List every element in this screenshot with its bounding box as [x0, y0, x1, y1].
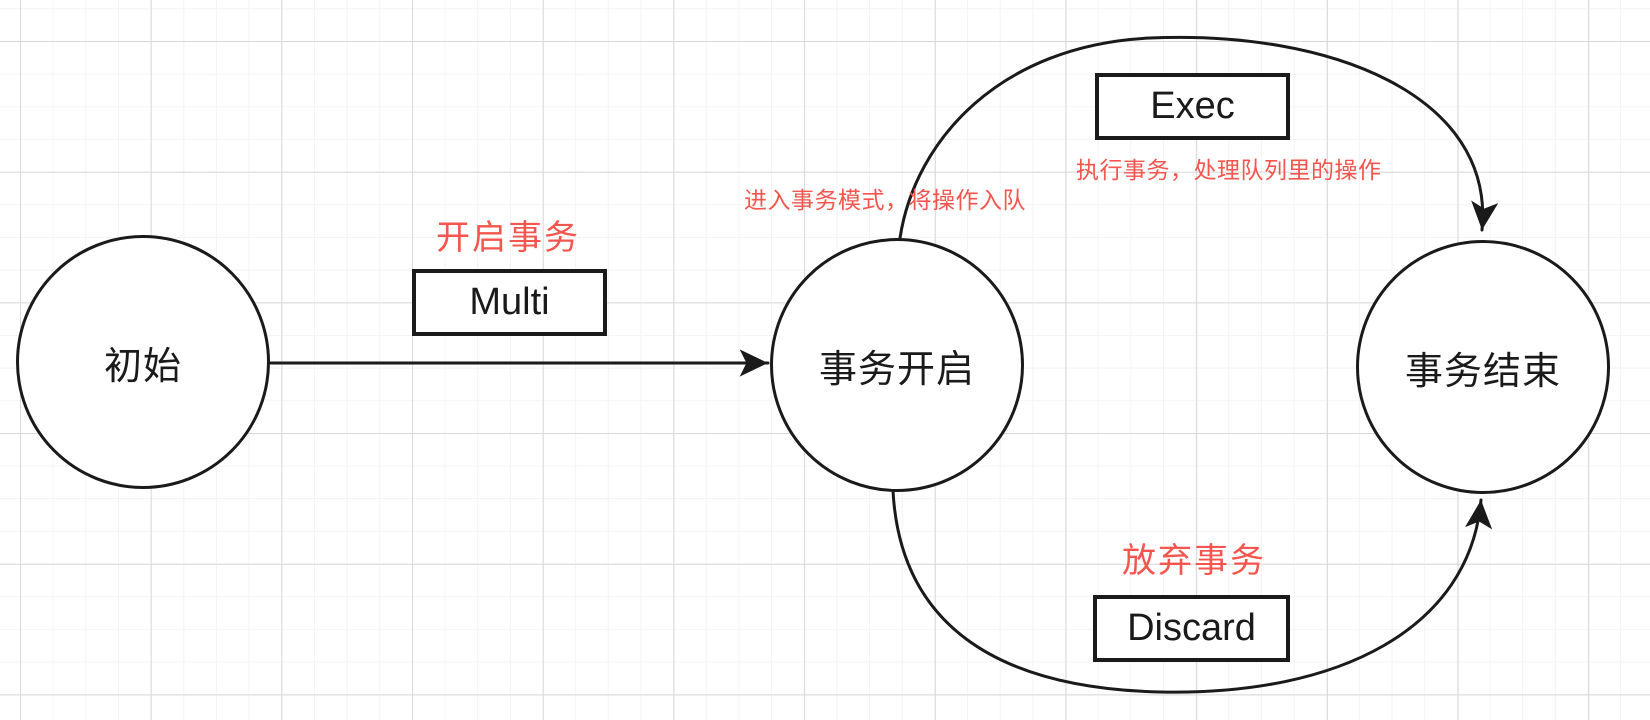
command-box-exec[interactable]: Exec	[1095, 73, 1290, 140]
node-tx-open[interactable]: 事务开启	[770, 238, 1024, 492]
node-tx-end[interactable]: 事务结束	[1356, 240, 1610, 494]
note-enqueue: 进入事务模式，将操作入队	[744, 187, 1026, 213]
node-initial[interactable]: 初始	[16, 235, 270, 489]
annotation-discard: 放弃事务	[1122, 542, 1266, 580]
node-tx-open-label: 事务开启	[818, 348, 975, 391]
command-label-exec: Exec	[1150, 85, 1235, 127]
edge-discard-connector[interactable]	[891, 489, 1493, 694]
node-initial-label: 初始	[103, 345, 182, 388]
node-tx-end-label: 事务结束	[1404, 350, 1561, 393]
command-box-discard[interactable]: Discard	[1093, 595, 1290, 662]
edge-exec-connector[interactable]	[898, 35, 1499, 240]
annotation-exec: 执行事务，处理队列里的操作	[1076, 157, 1382, 183]
command-label-discard: Discard	[1127, 607, 1256, 649]
command-box-multi[interactable]: Multi	[412, 269, 607, 336]
command-label-multi: Multi	[469, 281, 550, 323]
annotation-multi: 开启事务	[436, 219, 580, 257]
